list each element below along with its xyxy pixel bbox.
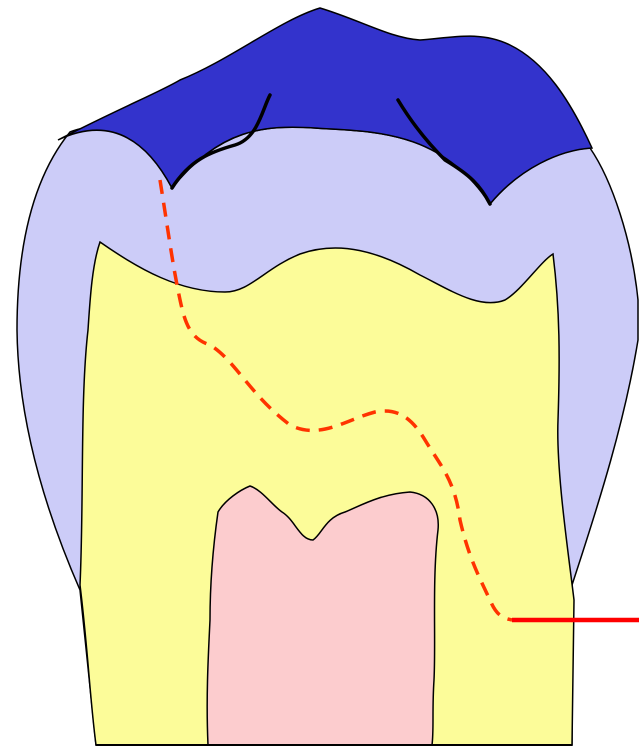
tooth-cross-section-diagram bbox=[0, 0, 639, 748]
